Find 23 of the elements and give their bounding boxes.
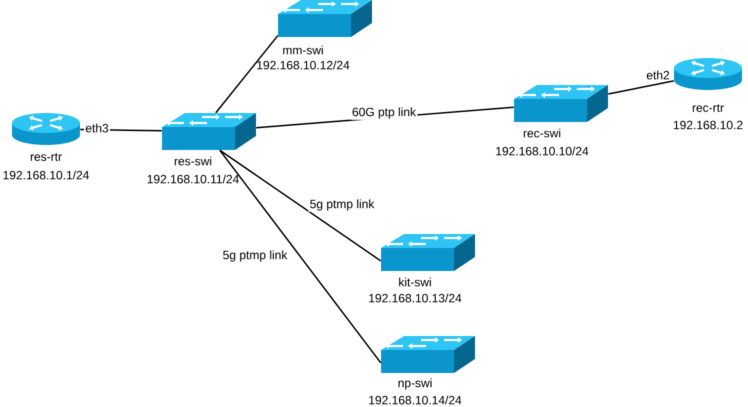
device-label: 192.168.10.10/24 — [496, 146, 588, 156]
device-label: 192.168.10.12/24 — [257, 60, 350, 70]
device-label: np-swi — [398, 378, 432, 390]
edge-label: 60G ptp link — [350, 106, 418, 120]
edge-label: eth3 — [84, 122, 110, 134]
connection-line — [608, 80, 674, 95]
edge-label: 5g ptmp link — [308, 198, 376, 212]
device-label: 192.168.10.11/24 — [148, 174, 239, 184]
device-label: rec-swi — [524, 128, 560, 138]
device-label: 192.168.10.14/24 — [369, 396, 462, 404]
device-label: kit-swi — [399, 278, 431, 286]
connection-line — [219, 150, 382, 262]
device-label: rec-rtr — [692, 104, 724, 112]
edge-label: 5g ptmp link — [221, 249, 289, 263]
device-label: 192.168.10.13/24 — [369, 294, 462, 302]
device-label: res-rtr — [30, 153, 62, 161]
device-label: mm-swi — [283, 46, 323, 54]
edge-label: eth2 — [645, 69, 672, 81]
device-label: 192.168.10.1/24 — [4, 170, 89, 180]
device-label: 192.168.10.2 — [674, 120, 742, 130]
device-label: res-swi — [174, 156, 212, 166]
connection-line — [215, 35, 278, 114]
connection-line — [219, 150, 382, 364]
